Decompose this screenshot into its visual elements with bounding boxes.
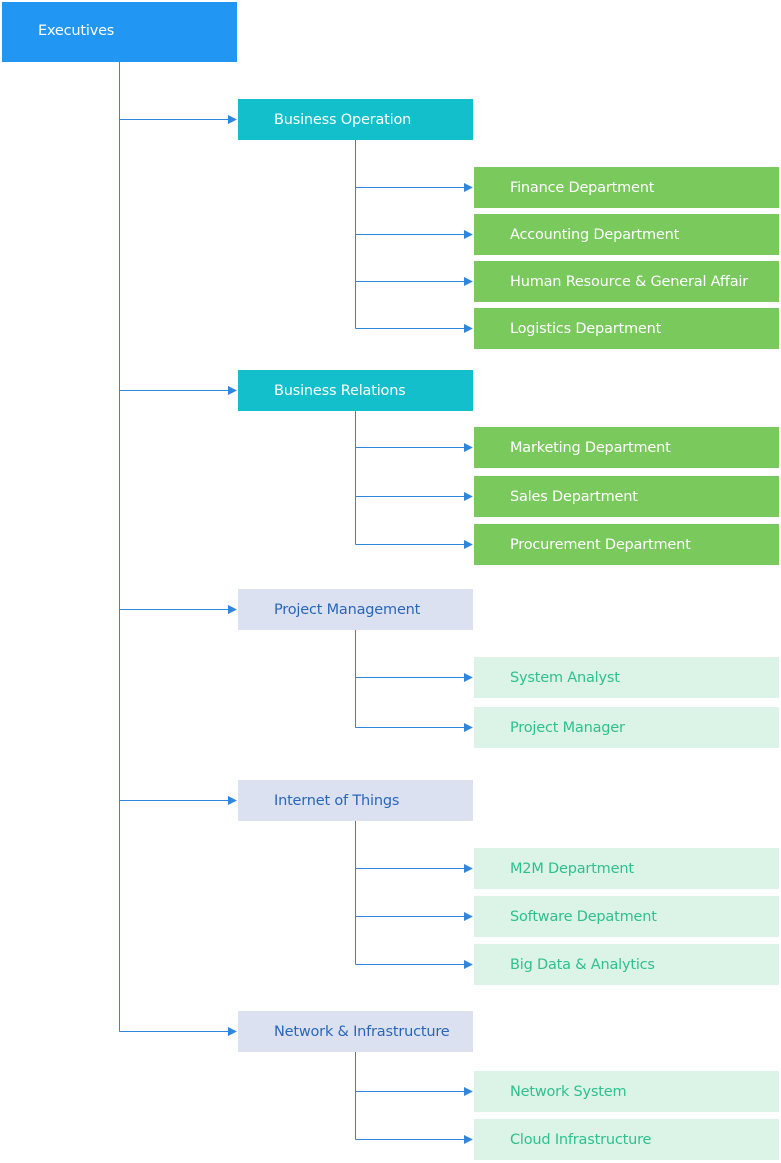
division-node-project-management[interactable]: Project Management	[238, 589, 473, 630]
department-node-software[interactable]: Software Depatment	[474, 896, 779, 937]
department-node-procurement[interactable]: Procurement Department	[474, 524, 779, 565]
department-node-m2m[interactable]: M2M Department	[474, 848, 779, 889]
department-node-network-system[interactable]: Network System	[474, 1071, 779, 1112]
division-node-business-relations[interactable]: Business Relations	[238, 370, 473, 411]
department-node-accounting[interactable]: Accounting Department	[474, 214, 779, 255]
department-node-human-resource[interactable]: Human Resource & General Affair	[474, 261, 779, 302]
division-node-business-operation[interactable]: Business Operation	[238, 99, 473, 140]
executives-node[interactable]: Executives	[2, 2, 237, 62]
division-node-internet-of-things[interactable]: Internet of Things	[238, 780, 473, 821]
department-node-system-analyst[interactable]: System Analyst	[474, 657, 779, 698]
division-node-network-infrastructure[interactable]: Network & Infrastructure	[238, 1011, 473, 1052]
department-node-sales[interactable]: Sales Department	[474, 476, 779, 517]
department-node-marketing[interactable]: Marketing Department	[474, 427, 779, 468]
department-node-cloud-infrastructure[interactable]: Cloud Infrastructure	[474, 1119, 779, 1160]
department-node-finance[interactable]: Finance Department	[474, 167, 779, 208]
department-node-big-data[interactable]: Big Data & Analytics	[474, 944, 779, 985]
department-node-logistics[interactable]: Logistics Department	[474, 308, 779, 349]
department-node-project-manager[interactable]: Project Manager	[474, 707, 779, 748]
